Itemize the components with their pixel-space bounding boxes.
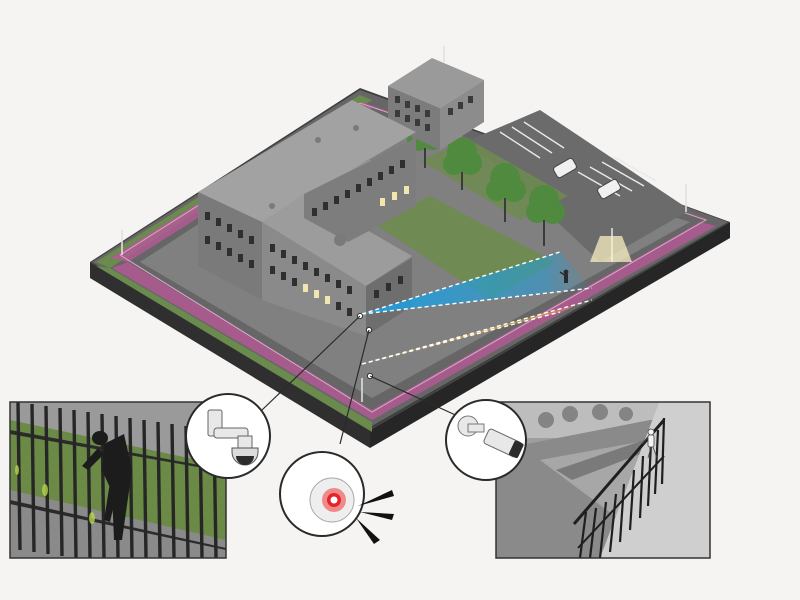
camera-view-fence-intruder — [495, 401, 711, 559]
radar-detection-zone — [361, 251, 593, 365]
callout-connectors — [261, 315, 463, 445]
bullet-camera-callout — [445, 399, 527, 481]
parking-lot — [470, 110, 690, 262]
main-building — [198, 100, 416, 336]
ptz-dome-camera-icon — [207, 409, 259, 466]
street-light-glow — [590, 236, 632, 262]
device-markers — [356, 312, 374, 380]
intruder-figure — [559, 269, 569, 283]
small-building — [388, 58, 484, 150]
bullet-camera-icon — [457, 415, 524, 459]
siren-strobe-icon — [309, 477, 394, 544]
thermal-view-fence-climber — [9, 401, 227, 559]
ptz-camera-callout — [185, 393, 271, 479]
siren-strobe-callout — [279, 451, 394, 544]
